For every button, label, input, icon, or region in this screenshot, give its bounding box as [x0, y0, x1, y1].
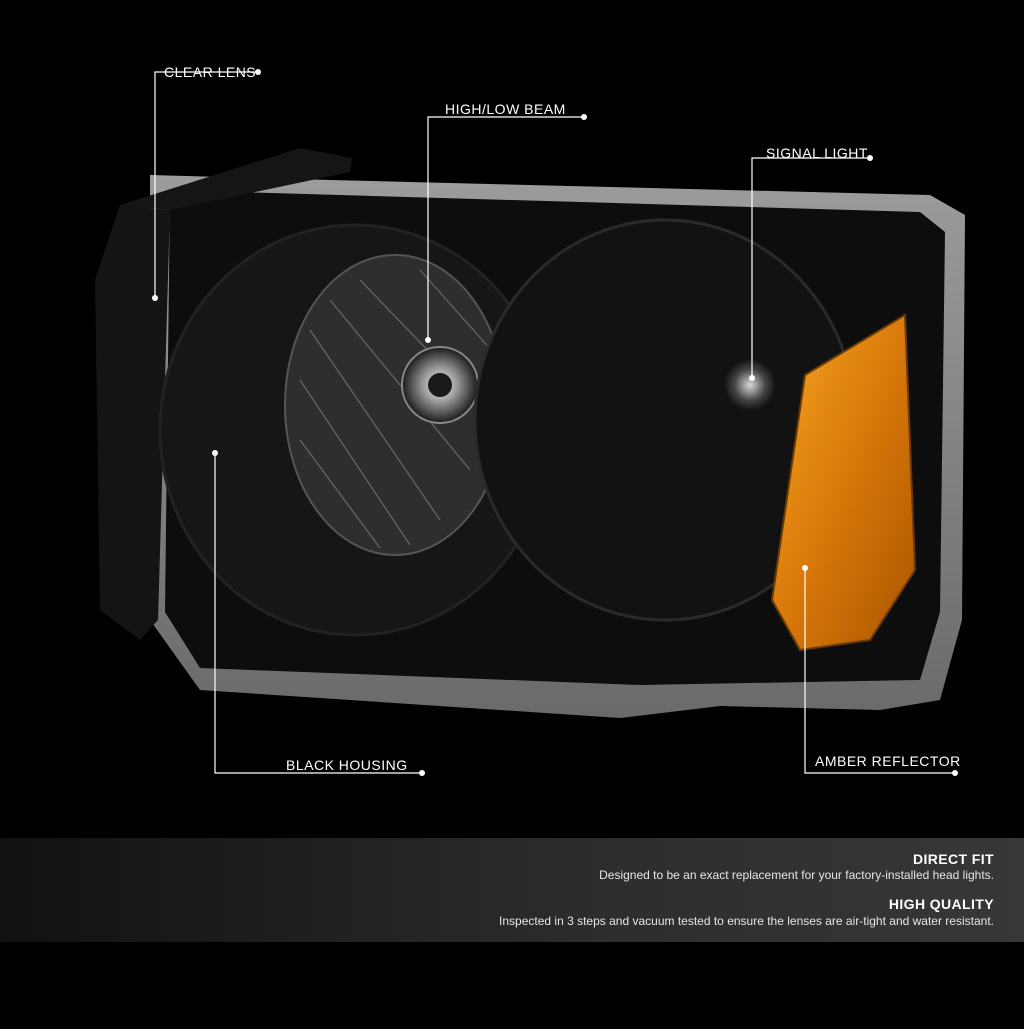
callout-signal-light: SIGNAL LIGHT — [766, 145, 868, 161]
black-housing-line — [214, 453, 422, 774]
callout-lines — [154, 71, 955, 774]
callout-black-housing: BLACK HOUSING — [286, 757, 408, 773]
signal-light-line — [751, 157, 870, 378]
feature-info-band: DIRECT FIT Designed to be an exact repla… — [0, 838, 1024, 942]
callout-clear-lens: CLEAR LENS — [164, 64, 257, 80]
clear-lens-line — [154, 71, 258, 298]
gasket-side — [95, 205, 170, 640]
callout-high-low-beam: HIGH/LOW BEAM — [445, 101, 566, 117]
gasket-top — [120, 148, 352, 210]
high-low-beam-line — [427, 116, 584, 340]
amber-reflector-line — [804, 568, 955, 774]
reflector-facets — [299, 269, 501, 549]
callout-dots — [152, 69, 958, 776]
feature-desc-direct-fit: Designed to be an exact replacement for … — [599, 868, 994, 882]
main-bulb-center — [428, 373, 452, 397]
feature-desc-high-quality: Inspected in 3 steps and vacuum tested t… — [499, 914, 994, 928]
feature-title-high-quality: HIGH QUALITY — [888, 896, 994, 912]
feature-title-direct-fit: DIRECT FIT — [913, 851, 994, 867]
signal-bulb — [724, 359, 776, 411]
callout-amber-reflector: AMBER REFLECTOR — [815, 753, 961, 769]
amber-reflector-shape — [770, 313, 917, 652]
